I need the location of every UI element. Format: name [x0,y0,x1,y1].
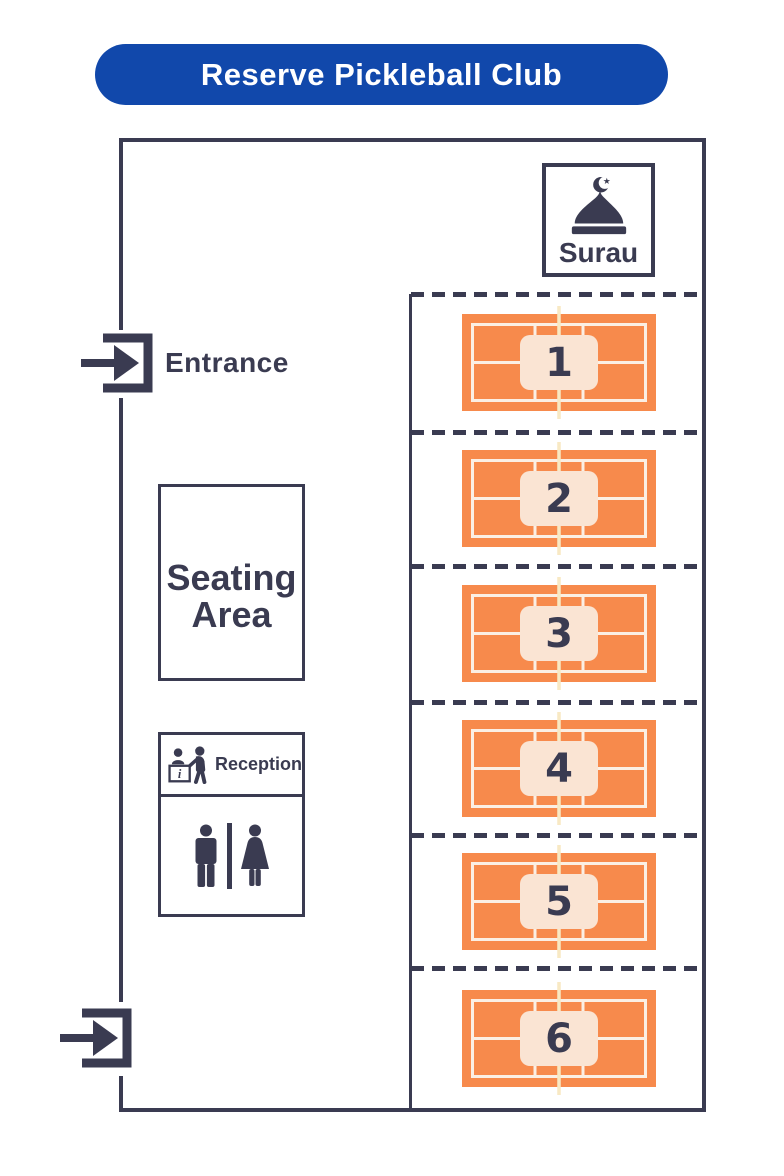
seating-area-box: Seating Area [158,484,305,681]
court-5[interactable]: 5 [462,845,656,958]
court-6[interactable]: 6 [462,982,656,1095]
court-number: 3 [545,611,573,657]
female-icon [241,824,269,886]
restroom-divider [227,822,232,889]
title-banner-label: Reserve Pickleball Club [200,56,563,92]
entrance-bottom-wall-gap [116,1002,126,1076]
seating-area-label-line2: Area [191,593,272,635]
reception-box: i Reception [158,732,305,797]
court-number: 1 [545,340,573,386]
svg-text:★: ★ [602,176,610,186]
court-number: 4 [545,746,573,792]
courts-area-boundary-line [409,294,412,1110]
surau-label: Surau [558,237,639,268]
restroom-box [158,794,305,917]
floorplan-outline [119,138,706,1112]
reception-label: Reception [214,754,302,774]
entrance-door-arrow-icon [81,333,153,393]
male-icon [195,824,217,887]
court-number: 6 [545,1016,573,1062]
svg-text:i: i [178,767,182,781]
court-4[interactable]: 4 [462,712,656,825]
title-banner: Reserve Pickleball Club [95,44,668,105]
court-divider [411,833,703,838]
court-2[interactable]: 2 [462,442,656,555]
entrance-label: Entrance [165,347,289,378]
seating-area-label-line1: Seating [166,556,297,598]
court-number: 5 [545,879,573,925]
court-divider [411,564,703,569]
surau-box: ★ Surau [542,163,655,277]
court-divider [411,430,703,435]
court-divider [411,700,703,705]
court-divider [411,966,703,971]
court-number: 2 [545,476,573,522]
court-divider [411,292,703,297]
reception-desk-icon: i [168,745,207,784]
mosque-dome-icon: ★ [571,176,626,235]
court-3[interactable]: 3 [462,577,656,690]
court-1[interactable]: 1 [462,306,656,419]
entrance-door-arrow-icon [60,1008,132,1068]
